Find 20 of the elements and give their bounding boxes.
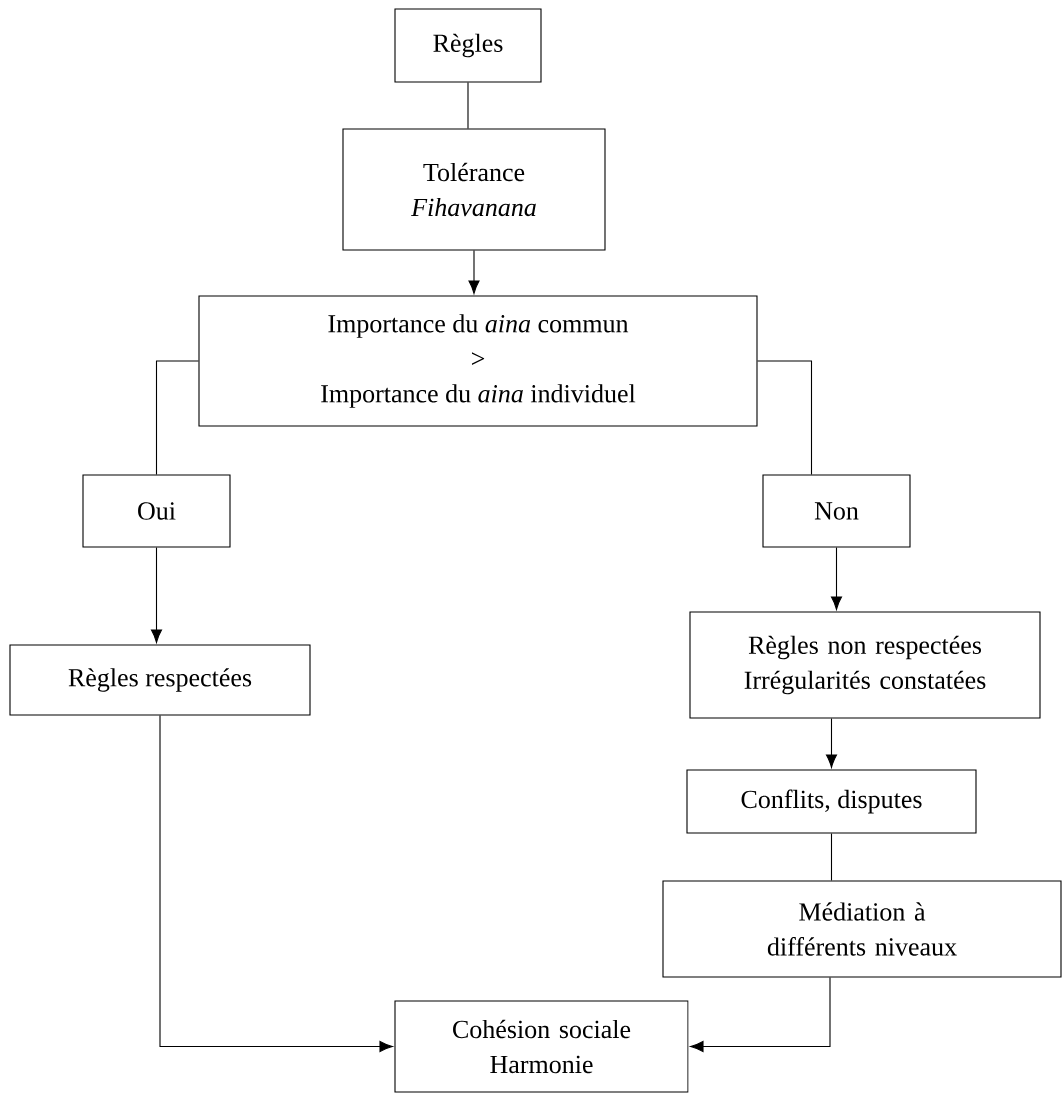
- arrow: [825, 718, 838, 768]
- process-box: Médiation à différents niveaux: [662, 880, 1062, 978]
- process-box: Tolérance Fihavanana: [342, 128, 606, 251]
- process-box: Non: [762, 474, 911, 548]
- process-box: Cohésion sociale Harmonie: [394, 1000, 689, 1093]
- process-box: Règles: [394, 8, 542, 83]
- arrow: [690, 977, 831, 1053]
- arrow: [150, 547, 163, 643]
- process-box: Règles non respectées Irrégularités constatées: [689, 611, 1041, 719]
- process-box: Oui: [82, 474, 231, 548]
- connector-line: [155, 360, 199, 475]
- process-box: Conflits, disputes: [686, 769, 977, 834]
- arrow: [159, 715, 393, 1053]
- process-box: Règles respectées: [9, 644, 311, 716]
- arrow: [468, 250, 480, 294]
- connector-line: [757, 360, 813, 475]
- arrow: [830, 547, 843, 610]
- connector-line: [467, 82, 469, 129]
- connector-line: [830, 833, 833, 881]
- process-box: Importance du aina commun > Importance du aina individuel: [198, 295, 758, 427]
